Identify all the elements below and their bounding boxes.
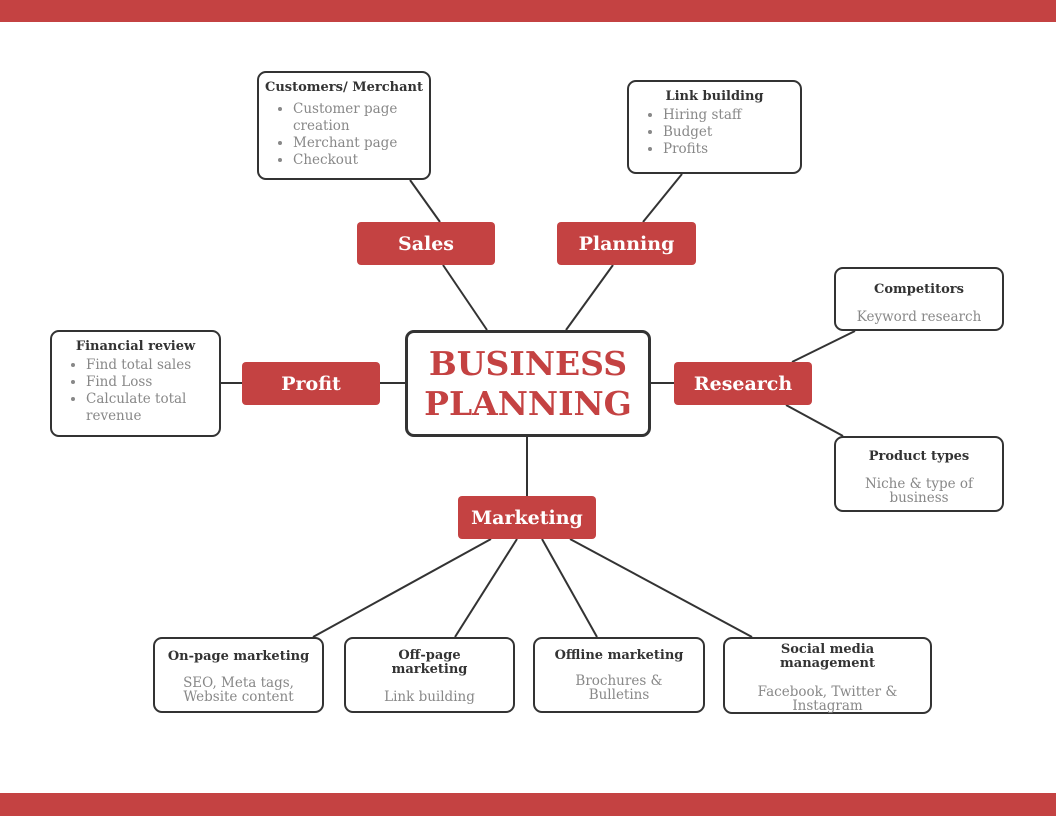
card-text: Facebook, Twitter & Instagram xyxy=(757,684,898,714)
card-title: Product types xyxy=(868,449,970,464)
card-link-building[interactable]: Link building Hiring staffBudgetProfits xyxy=(627,80,802,174)
list-item: Find Loss xyxy=(86,374,219,391)
card-title: Social media management xyxy=(780,642,875,671)
bottom-banner xyxy=(0,793,1056,816)
card-text: SEO, Meta tags, Website content xyxy=(183,675,294,705)
list-item: Calculate total revenue xyxy=(86,391,219,425)
connector xyxy=(642,173,683,223)
top-banner xyxy=(0,0,1056,22)
branch-profit[interactable]: Profit xyxy=(242,362,380,405)
branch-marketing[interactable]: Marketing xyxy=(458,496,596,539)
list-item: Checkout xyxy=(293,152,429,169)
connector xyxy=(791,330,856,363)
card-text: Brochures & Bulletins xyxy=(575,673,663,703)
connector xyxy=(541,538,598,638)
card-title: Financial review xyxy=(75,339,196,354)
card-title: Off-page marketing xyxy=(391,648,468,677)
connector xyxy=(569,538,753,638)
card-title: Customers/ Merchant xyxy=(264,80,424,95)
card-financial-review[interactable]: Financial review Find total salesFind Lo… xyxy=(50,330,221,437)
card-title: Competitors xyxy=(874,282,964,297)
center-line1: BUSINESS xyxy=(428,343,628,383)
card-product-types[interactable]: Product types Niche & type of business xyxy=(834,436,1004,512)
list-item: Budget xyxy=(663,124,800,141)
connector xyxy=(565,264,614,331)
card-title: Offline marketing xyxy=(554,648,684,663)
connector xyxy=(454,538,518,638)
card-text: Niche & type of business xyxy=(864,476,974,506)
card-offpage-marketing[interactable]: Off-page marketing Link building xyxy=(344,637,515,713)
branch-sales[interactable]: Sales xyxy=(357,222,495,265)
list-item: Profits xyxy=(663,141,800,158)
connector xyxy=(442,264,488,331)
card-offline-marketing[interactable]: Offline marketing Brochures & Bulletins xyxy=(533,637,705,713)
center-line2: PLANNING xyxy=(424,383,632,423)
card-customers[interactable]: Customers/ Merchant Customer page creati… xyxy=(257,71,431,180)
card-text: Link building xyxy=(384,689,475,705)
card-onpage-marketing[interactable]: On-page marketing SEO, Meta tags, Websit… xyxy=(153,637,324,713)
card-social-media[interactable]: Social media management Facebook, Twitte… xyxy=(723,637,932,714)
card-title: Link building xyxy=(665,89,764,104)
card-text: Keyword research xyxy=(856,309,982,325)
branch-research[interactable]: Research xyxy=(674,362,812,405)
list-item: Hiring staff xyxy=(663,107,800,124)
list-item: Merchant page xyxy=(293,135,429,152)
branch-planning[interactable]: Planning xyxy=(557,222,696,265)
connector xyxy=(785,404,844,437)
list-item: Customer page creation xyxy=(293,101,429,135)
connector xyxy=(312,538,492,638)
card-competitors[interactable]: Competitors Keyword research xyxy=(834,267,1004,331)
connector xyxy=(409,179,441,223)
list-item: Find total sales xyxy=(86,357,219,374)
card-title: On-page marketing xyxy=(167,649,310,664)
